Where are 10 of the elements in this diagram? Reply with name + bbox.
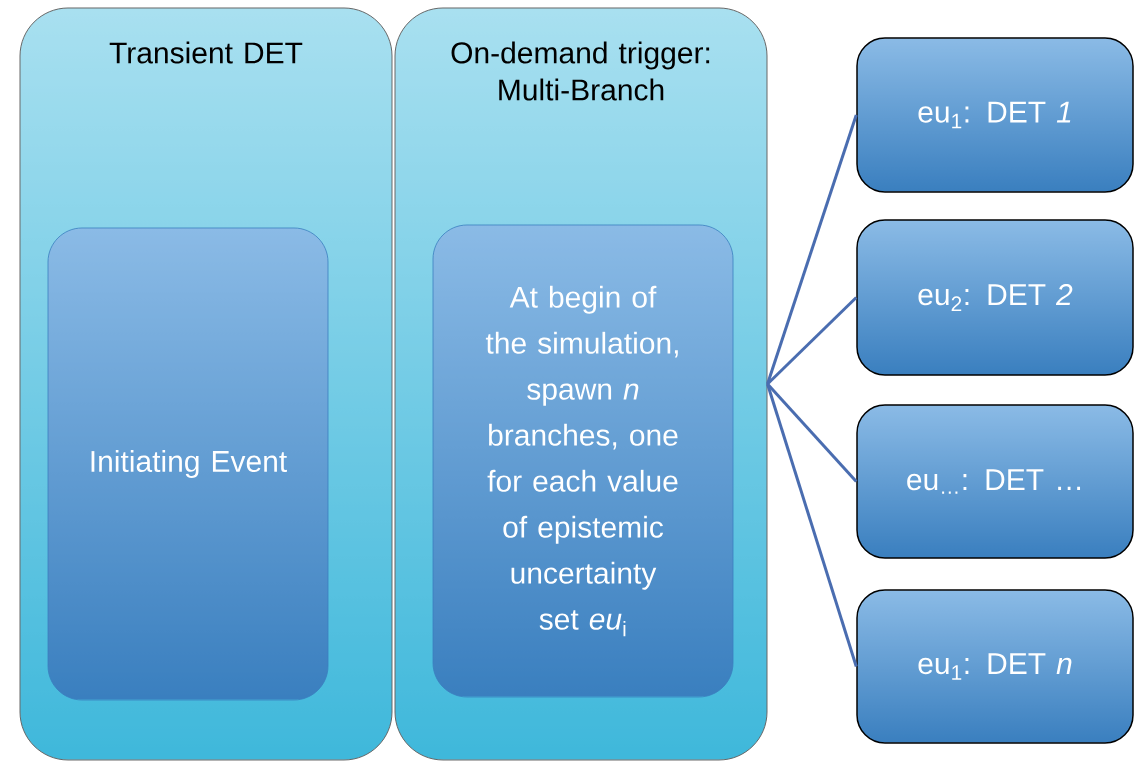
result-box: eu$_{1}$: DET 1: [856, 37, 1134, 193]
process-box: At begin of the simulation, spawn n branches, one for each value of epistemic uncertainty set eu$_{i}$: [432, 224, 734, 698]
result-box: eu$_{2}$: DET 2: [856, 219, 1134, 376]
result-box: eu$_{1}$: DET n: [856, 589, 1134, 744]
connector-line: [766, 114, 858, 385]
connector-line: [766, 296, 858, 386]
connector-line: [766, 383, 858, 483]
process-box: Initiating Event: [47, 227, 329, 701]
connector-line: [766, 383, 858, 667]
result-box: eu$_{…}$: DET …: [856, 404, 1134, 559]
